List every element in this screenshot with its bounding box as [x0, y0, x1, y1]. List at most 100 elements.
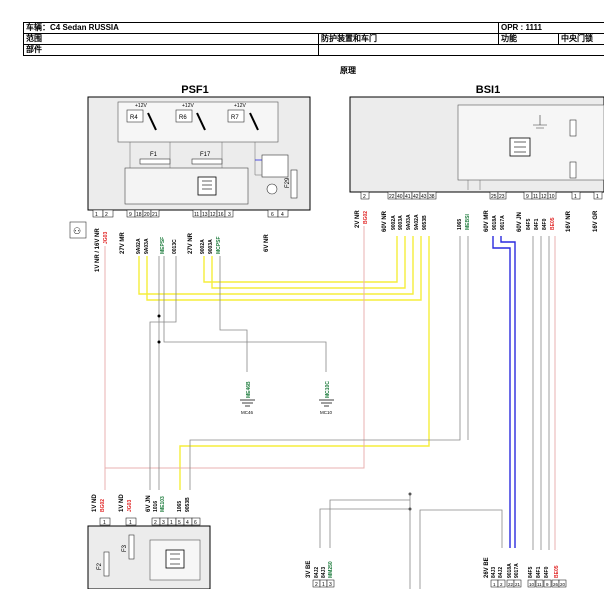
- psf1-title: PSF1: [181, 84, 209, 96]
- svg-text:12: 12: [210, 212, 216, 218]
- svg-text:R4: R4: [130, 115, 138, 121]
- wire-mepsf: MEPSF: [160, 237, 166, 254]
- svg-text:1: 1: [129, 520, 132, 526]
- svg-text:16: 16: [218, 212, 224, 218]
- bsi-wire-9a03a: 9A03A: [406, 214, 412, 230]
- wire-9002a: 9002A: [200, 239, 206, 254]
- svg-text:MC46: MC46: [241, 410, 254, 415]
- psf1-pins: 1 2 9 18 20 21 11 13 12 16 3 6 4: [92, 209, 289, 218]
- bsi1-conn-label-6: 16V GR: [593, 210, 599, 232]
- bl-wire-9053b: 9053B: [185, 497, 191, 512]
- svg-text:1: 1: [322, 582, 325, 588]
- bsi-wire-9a02a: 9A02A: [414, 214, 420, 230]
- wire-mcpsf: MCPSF: [216, 237, 222, 255]
- svg-text:38: 38: [429, 194, 435, 200]
- bl-wire-1016: 1016: [153, 501, 159, 512]
- psf1-control-unit: [124, 167, 249, 205]
- svg-text:20: 20: [560, 582, 566, 587]
- svg-text:21: 21: [515, 582, 521, 587]
- svg-text:2: 2: [315, 582, 318, 588]
- bsi-wire-9002a: 9002A: [391, 215, 397, 230]
- svg-text:3: 3: [162, 520, 165, 526]
- bl-pins: 1 1 2 3 1 5 4 6: [99, 517, 201, 526]
- bsi-wire-84f5: 84F5: [526, 218, 532, 230]
- wire-9003a: 9003A: [208, 239, 214, 254]
- svg-text:11: 11: [533, 194, 538, 200]
- svg-text:10: 10: [549, 194, 555, 200]
- svg-text:+12V: +12V: [182, 103, 194, 109]
- bsi1-module: [349, 96, 604, 193]
- svg-text:6: 6: [271, 212, 274, 218]
- svg-text:20: 20: [144, 212, 150, 218]
- psf1-conn-label-2: 27V MR: [120, 232, 126, 254]
- bsi-wire-1065: 1065: [457, 219, 463, 230]
- bl-label-3: 6V JN: [146, 495, 152, 512]
- svg-text:R6: R6: [179, 115, 187, 121]
- bsi-wire-9018a: 9018A: [492, 215, 498, 230]
- bl-label-1: 1V ND: [92, 494, 98, 512]
- svg-text:3: 3: [228, 212, 231, 218]
- bsi1-title: BSI1: [476, 84, 500, 96]
- svg-text:84J2: 84J2: [498, 567, 504, 578]
- bsi-wire-9053b: 9053B: [422, 215, 428, 230]
- svg-text:3: 3: [329, 582, 332, 588]
- svg-text:22: 22: [389, 194, 395, 200]
- part-label: 部件: [23, 44, 319, 56]
- svg-text:3V BE: 3V BE: [306, 561, 312, 578]
- svg-text:1: 1: [596, 194, 599, 200]
- svg-text:25: 25: [491, 194, 497, 200]
- chip-icon: [197, 176, 217, 196]
- svg-text:84F1: 84F1: [536, 566, 542, 578]
- svg-text:10: 10: [529, 582, 535, 587]
- svg-text:23: 23: [499, 194, 505, 200]
- svg-text:ME46B: ME46B: [246, 381, 252, 398]
- svg-text:5: 5: [178, 520, 181, 526]
- svg-text:6: 6: [194, 520, 197, 526]
- svg-text:84J2: 84J2: [314, 567, 320, 578]
- yellow-wires: [138, 236, 430, 490]
- psf1-conn-label-3: 27V NR: [188, 232, 194, 254]
- svg-text:MC10C: MC10C: [325, 381, 331, 398]
- diagnostic-icon-glyph: ⚇: [73, 226, 81, 236]
- psf1-module: +12V R4 +12V R6 +12V R7 F1 F17 F29: [87, 96, 311, 211]
- svg-text:2: 2: [154, 520, 157, 526]
- bsi-wire-84f0: 84F0: [542, 218, 548, 230]
- bsi1-conn-label-1: 2V NR: [355, 210, 361, 228]
- wire-9a02a: 9A02A: [136, 238, 142, 254]
- svg-text:+12V: +12V: [135, 103, 147, 109]
- svg-text:+12V: +12V: [234, 103, 246, 109]
- svg-text:F17: F17: [200, 152, 211, 158]
- svg-text:F1: F1: [150, 152, 158, 158]
- svg-text:9017A: 9017A: [514, 563, 520, 578]
- relay-r4: +12V R4: [126, 103, 157, 131]
- svg-text:84F0: 84F0: [544, 566, 550, 578]
- svg-text:41: 41: [405, 194, 411, 200]
- lamp-icon: [266, 183, 278, 195]
- svg-text:2: 2: [363, 194, 366, 200]
- header: 车辆：C4 Sedan RUSSIA OPR : 1111 范围 防护装置和车门…: [23, 22, 604, 56]
- svg-text:4: 4: [281, 212, 284, 218]
- bl-wire-jg03: JG03: [127, 500, 133, 512]
- svg-text:2: 2: [105, 212, 108, 218]
- wire-9a03a: 9A03A: [144, 238, 150, 254]
- svg-text:9: 9: [129, 212, 132, 218]
- bl-wire-bg02: BG02: [100, 499, 106, 512]
- svg-text:12: 12: [541, 194, 547, 200]
- svg-text:13: 13: [202, 212, 208, 218]
- diagnostic-icon: [69, 221, 87, 239]
- bsi-wire-9017a: 9017A: [500, 215, 506, 230]
- bsi-wire-mebsi: MEBSI: [465, 214, 471, 230]
- psf1-conn-label-1: 1V NR / 16V NR: [95, 228, 101, 272]
- ground-mc10: MC10C MC10: [319, 381, 334, 415]
- svg-text:9018A: 9018A: [507, 563, 513, 578]
- red-wires: [104, 226, 556, 550]
- gray-wires: [149, 236, 550, 589]
- svg-text:MC10: MC10: [320, 410, 333, 415]
- bl-label-2: 1V ND: [119, 494, 125, 512]
- relay-r7: +12V R7: [227, 103, 259, 131]
- wire-jg03: JG03: [103, 232, 109, 244]
- svg-text:9: 9: [546, 582, 549, 587]
- svg-text:1: 1: [95, 212, 98, 218]
- svg-text:MM250: MM250: [328, 561, 334, 578]
